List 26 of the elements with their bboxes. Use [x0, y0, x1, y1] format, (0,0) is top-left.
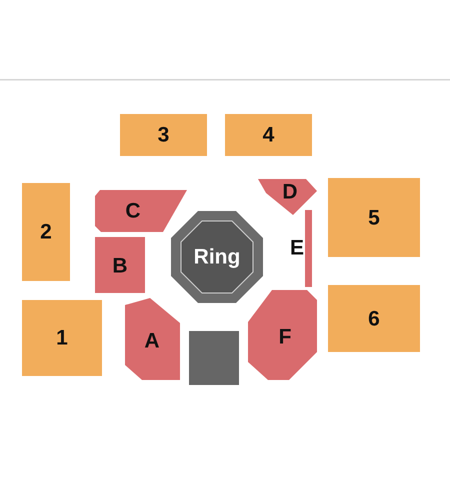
- boxing-ring: [171, 211, 263, 303]
- seating-section: [328, 285, 420, 352]
- section-label: A: [144, 330, 160, 352]
- section-label: E: [290, 238, 304, 258]
- section-label: 6: [368, 308, 380, 329]
- seating-section: [125, 298, 180, 380]
- seating-section: [22, 183, 70, 281]
- section-label: F: [278, 326, 292, 348]
- seating-section: [328, 178, 420, 257]
- section-label: B: [112, 256, 128, 276]
- section-label: 3: [158, 124, 170, 146]
- seating-section: [120, 114, 207, 156]
- ring-label: Ring: [194, 246, 240, 268]
- section-label: 4: [262, 124, 274, 146]
- section-label: D: [282, 182, 298, 202]
- seating-section: [258, 179, 317, 216]
- section-label: C: [125, 200, 141, 222]
- seating-section: [95, 190, 187, 232]
- section-label: 5: [368, 207, 380, 228]
- section-label: 1: [56, 328, 68, 348]
- stage-area: [189, 331, 239, 385]
- seating-section: [22, 300, 102, 376]
- seating-section: [225, 114, 312, 156]
- seating-section: [95, 237, 145, 293]
- section-label: 2: [40, 222, 52, 242]
- seating-section: [248, 290, 317, 380]
